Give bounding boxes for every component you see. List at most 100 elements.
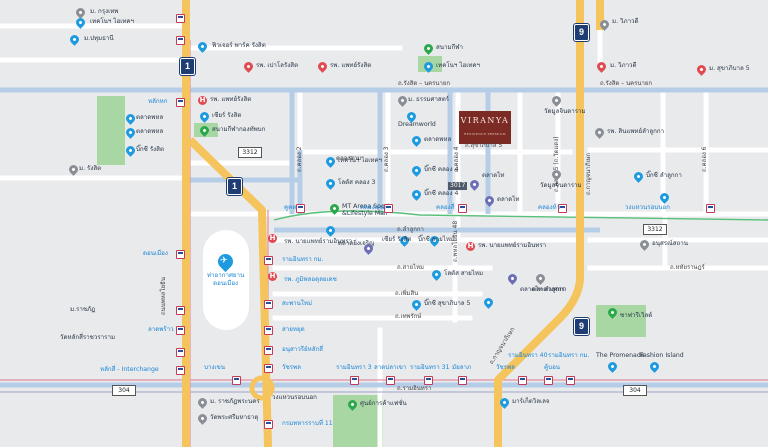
place-label: Fashion Island	[640, 352, 684, 359]
route-304-west: 304	[112, 385, 136, 396]
place-label: ตลาดวงศกร	[532, 286, 565, 293]
transit-station[interactable]	[176, 366, 185, 375]
transit-station[interactable]	[176, 250, 185, 259]
transit-station[interactable]	[264, 364, 273, 373]
road-label-theparak: ถ.เทพรักษ์	[395, 313, 422, 320]
park-area	[333, 395, 383, 447]
place-label: เทคโนฯ ไฮเทคฯ	[90, 18, 135, 25]
transit-station[interactable]	[350, 376, 359, 385]
station-label: กรมทหารราบที่ 11	[282, 420, 333, 427]
hospital-icon[interactable]: H	[466, 242, 475, 251]
transit-station[interactable]	[424, 376, 433, 385]
place-label: วงแหวนรอบนอก	[272, 394, 317, 401]
station-label: หลักสี่ - Interchange	[100, 366, 159, 373]
place-label: ศูนย์การค้าแฟชั่น	[360, 400, 407, 407]
place-label: ม. สุขาภิบาล 5	[709, 65, 750, 72]
station-label: บางเขน	[204, 364, 225, 371]
project-subtitle: RESIDENCE PREMIUM	[464, 132, 506, 136]
transit-station[interactable]	[558, 204, 567, 213]
station-label: วัชรพล	[282, 364, 301, 371]
transit-station[interactable]	[544, 376, 553, 385]
place-label: ม. รังสิต	[79, 165, 102, 172]
place-label: บิ๊กซี รังสิต	[136, 146, 164, 153]
place-label: ตลาดพหล	[136, 114, 164, 121]
station-label: มัยลาภ	[452, 364, 472, 371]
transit-station[interactable]	[264, 256, 273, 265]
route-3312-east: 3312	[643, 224, 667, 235]
hospital-icon[interactable]: H	[268, 272, 277, 281]
place-label: ม. กรุงเทพ	[90, 8, 119, 15]
place-label: รพ. นายแพทย์รามอินทรา	[284, 238, 353, 245]
place-label: ตลาดไท	[497, 196, 520, 203]
transit-station[interactable]	[458, 204, 467, 213]
route-3017: 3017	[448, 182, 468, 190]
station-label: ดอนเมือง	[143, 250, 168, 257]
transit-station[interactable]	[176, 36, 185, 45]
transit-station[interactable]	[176, 326, 185, 335]
place-label: Dreamworld	[398, 121, 436, 128]
place-label: บิ๊กซี สายไหม	[418, 236, 454, 243]
highway-shield-9-south: 9	[574, 318, 589, 335]
road-label-ram-intra: ถ.รามอินทรา	[397, 385, 432, 392]
project-name: VIRANYA	[460, 116, 510, 125]
station-label: คูคต	[284, 204, 297, 211]
station-label: คลองสี่	[436, 204, 455, 211]
transit-station[interactable]	[386, 376, 395, 385]
transit-station[interactable]	[176, 14, 185, 23]
place-label: ม. ธรรมศาสตร์	[408, 96, 450, 103]
route-304-east: 304	[623, 385, 647, 396]
project-viranya[interactable]: VIRANYA RESIDENCE PREMIUM	[459, 111, 511, 144]
transit-station[interactable]	[232, 376, 241, 385]
place-label: เทคโนฯ ไฮเทคฯ	[436, 62, 481, 69]
place-label: บิ๊กซี สุขาภิบาล 5	[424, 300, 471, 307]
place-label: ตลาดไท	[482, 172, 505, 179]
transit-station[interactable]	[176, 348, 185, 357]
place-label: วัดหลักสี่ราชวราราม	[60, 334, 116, 341]
transit-station[interactable]	[566, 376, 575, 385]
transit-station[interactable]	[264, 326, 273, 335]
place-label: ม.ปทุมธานี	[84, 35, 114, 42]
place-label: ตลาดพหล	[424, 136, 452, 143]
hospital-icon[interactable]: H	[198, 96, 207, 105]
transit-station[interactable]	[458, 376, 467, 385]
place-label: วัดมูลจินดาราม	[540, 182, 582, 189]
road-label-rangsit-nakhon-nayok: ถ.รังสิต – นครนายก	[398, 80, 451, 87]
transit-station[interactable]	[176, 98, 185, 107]
road-label-rangsit-nakhon-nayok-east: ถ.รังสิต – นครนายก	[600, 80, 653, 87]
transit-station[interactable]	[264, 346, 273, 355]
place-label: ม. วิภาวดี	[610, 62, 637, 69]
place-label: โลตัส สายไหม	[444, 270, 484, 277]
station-label: รามอินทรา 31	[410, 364, 450, 371]
place-label: รพ. ภูมิพลอดุลยเดช	[284, 276, 337, 283]
road-label-hathairat: ถ.หทัยราษฎร์	[670, 264, 705, 271]
place-label: เทคโนฯ ไฮเทคฯ	[338, 157, 383, 164]
place-label: MT Arena Sport &Lifestyle Mall	[342, 203, 390, 217]
place-label: The Promenade	[596, 352, 645, 359]
station-label: รามอินทรา กม.	[548, 352, 590, 359]
transit-station[interactable]	[296, 204, 305, 213]
place-label: ตลาดยิ่งเจริญ	[338, 240, 375, 247]
hospital-icon[interactable]: H	[268, 234, 277, 243]
place-label: บิ๊กซี คลอง 4	[424, 190, 459, 197]
station-label: รามอินทรา 40	[508, 352, 548, 359]
transit-station[interactable]	[176, 306, 185, 315]
station-label: อนุสาวรีย์หลักสี่	[282, 346, 324, 353]
place-label: เซียร์ รังสิต	[382, 236, 412, 243]
place-label: ฟิวเจอร์ พาร์ค รังสิต	[212, 42, 266, 49]
transit-station[interactable]	[384, 204, 393, 213]
station-label: คลองสาม	[360, 204, 386, 211]
place-label: รพ. แพทย์รังสิต	[210, 96, 252, 103]
station-label: ลาดพร้าว	[148, 326, 174, 333]
place-label: ตลาดพหล	[136, 128, 164, 135]
place-label: รพ. เปาโลรังสิต	[256, 62, 299, 69]
transit-station[interactable]	[706, 204, 715, 213]
transit-station[interactable]	[264, 420, 273, 429]
transit-station[interactable]	[264, 300, 273, 309]
park-area	[596, 305, 646, 337]
transit-station[interactable]	[518, 376, 527, 385]
station-label: หลักหก	[148, 98, 168, 105]
place-label: ม. วิภาวดี	[612, 18, 639, 25]
place-label: สนามกีฬา	[436, 44, 464, 51]
place-label: รพ. แพทย์รังสิต	[330, 62, 372, 69]
